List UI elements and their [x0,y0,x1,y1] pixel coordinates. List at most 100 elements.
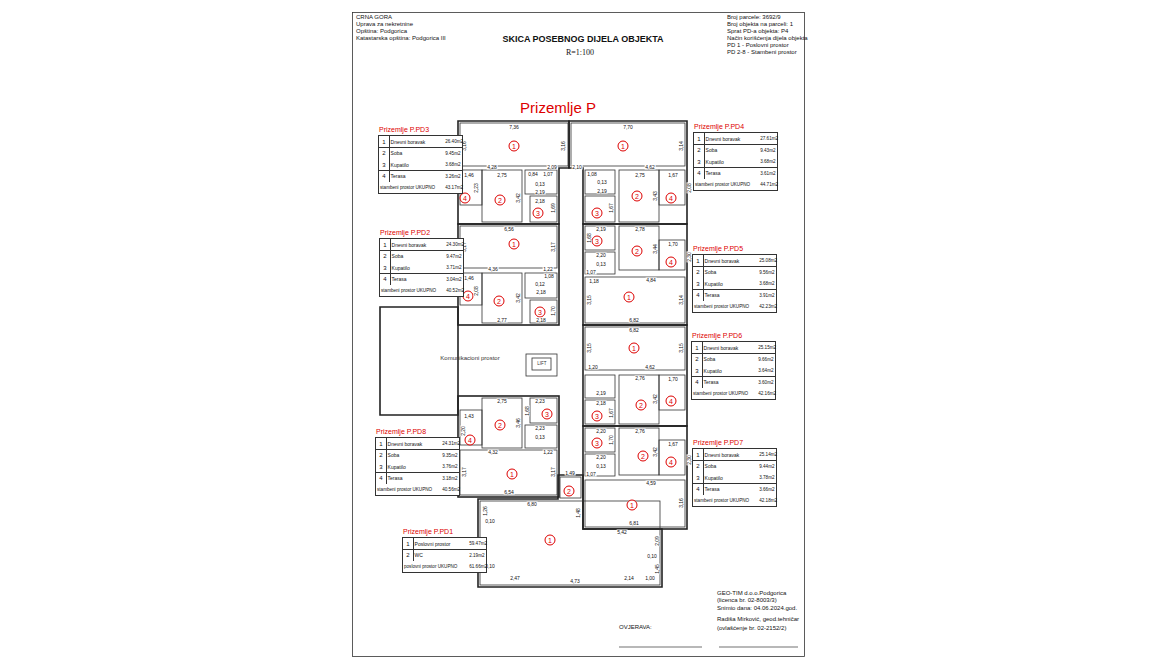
table-cell: 2 [379,148,389,159]
dimension-label: 0,84 [528,172,539,177]
callout-number: 4 [666,457,677,468]
room [460,226,557,268]
table-cell: 3 [694,156,704,167]
dimension-label: 1,22 [543,450,554,455]
room-walls [460,123,685,585]
area-table: Prizemlje P.PD11Poslovni prostor59.47m22… [402,537,487,573]
table-cell: 44.71m2 [759,179,777,190]
room [619,375,659,424]
table-cell: stambeni prostor UKUPNO [692,388,757,399]
table-heading: Prizemlje P.PD1 [403,528,453,536]
callout-number: 2 [632,246,643,257]
dimension-label: 3,42 [516,293,521,304]
table-cell: Kupatilo [391,262,445,273]
room [560,477,581,498]
callout-number: 1 [509,141,520,152]
dimension-label: 4,62 [645,365,656,370]
dimension-label: 1,67 [668,173,679,178]
dimension-label: 1,70 [609,435,614,446]
callout-number: 2 [564,486,575,497]
table-cell: 42.18m2 [758,495,776,506]
table-cell: 3.18m2 [441,473,459,484]
table-cell: 2 [403,550,413,561]
area-table: Prizemlje P.PD81Dnevni boravak24.31m22So… [375,437,460,496]
scale-note: R=1:100 [566,49,594,58]
table-cell: 3.26m2 [444,171,462,182]
callout-number: 1 [627,500,638,511]
room [619,428,659,475]
table-cell: 3.78m2 [758,472,776,483]
dimension-label: 5,42 [617,530,628,535]
table-cell: Dnevni boravak [704,449,758,460]
table-grid: 1Dnevni boravak25.08m22Soba9.56m23Kupati… [692,254,777,313]
dimension-label: 4,62 [645,165,656,170]
dimension-label: 3,16 [679,498,684,509]
dimension-label: 1,08 [587,172,598,177]
table-heading: Prizemlje P.PD2 [380,229,430,237]
room [585,252,615,274]
dimension-label: 1,26 [483,506,488,517]
table-cell: 4 [376,473,386,484]
table-cell: Terasa [387,473,441,484]
table-cell: 9.35m2 [441,450,459,461]
table-cell: 4 [693,484,703,495]
table-cell: 3.76m2 [441,461,459,472]
header-text: Opština: Podgorica [356,28,407,35]
room [585,428,615,452]
sheet-title: SKICA POSEBNOG DIJELA OBJEKTA [502,35,663,45]
room [585,277,685,323]
table-cell: 3.71m2 [445,262,463,273]
dimension-label: 6,56 [504,227,515,232]
dimension-label: 2,19 [596,391,607,396]
table-cell: Soba [387,450,441,461]
dimension-label: 4,36 [488,267,499,272]
dimension-label: 0,13 [596,464,607,469]
room [480,501,660,585]
table-grid: 1Dnevni boravak26.40m22Soba9.45m23Kupati… [378,135,463,194]
callout-number: 3 [542,409,553,420]
dimension-label: 2,10 [572,165,583,170]
dimension-label: 3,42 [516,193,521,204]
table-cell: 9.66m2 [757,354,775,365]
dimension-label: 2,09 [655,536,660,547]
table-cell: Soba [391,251,445,262]
table-cell: 9.43m2 [759,145,777,156]
area-table: Prizemlje P.PD51Dnevni boravak25.08m22So… [692,254,777,313]
dimension-label: 1,18 [589,279,600,284]
dimension-label: 2,47 [510,576,521,581]
dimension-label: 2,75 [497,173,508,178]
room [585,327,685,370]
table-cell: stambeni prostor UKUPNO [376,484,441,495]
dimension-label: 6,82 [629,318,640,323]
dimension-label: 0,13 [596,262,607,267]
table-cell: 1 [403,538,413,549]
table-cell: 24.30m2 [445,239,463,250]
room [585,454,615,476]
room [659,440,685,475]
table-cell: 42.23m2 [758,301,776,312]
dimension-label: 4,73 [570,579,581,584]
room [585,480,685,527]
dimension-label: 0,12 [535,282,546,287]
dimension-label: 1,07 [586,472,597,477]
dimension-label: 2,30 [687,455,692,466]
dimension-label: 2,18 [536,290,547,295]
room [460,450,557,495]
table-cell: 1 [694,133,704,144]
room [619,226,659,270]
dimension-label: 6,82 [629,328,640,333]
table-cell: Kupatilo [703,365,757,376]
table-cell: 1 [376,438,386,449]
room [530,300,557,323]
table-cell: 59.47m2 [468,538,486,549]
table-cell: stambeni prostor UKUPNO [380,285,445,296]
table-cell: 2 [692,354,702,365]
communication-space [380,307,458,415]
room [525,273,557,298]
signature-line [719,647,798,648]
table-cell: 1 [380,239,390,250]
dimension-label: 1,67 [668,442,679,447]
unit-wall [458,121,569,224]
dimension-label: 2,23 [474,183,479,194]
dimension-label: 6,54 [504,490,515,495]
